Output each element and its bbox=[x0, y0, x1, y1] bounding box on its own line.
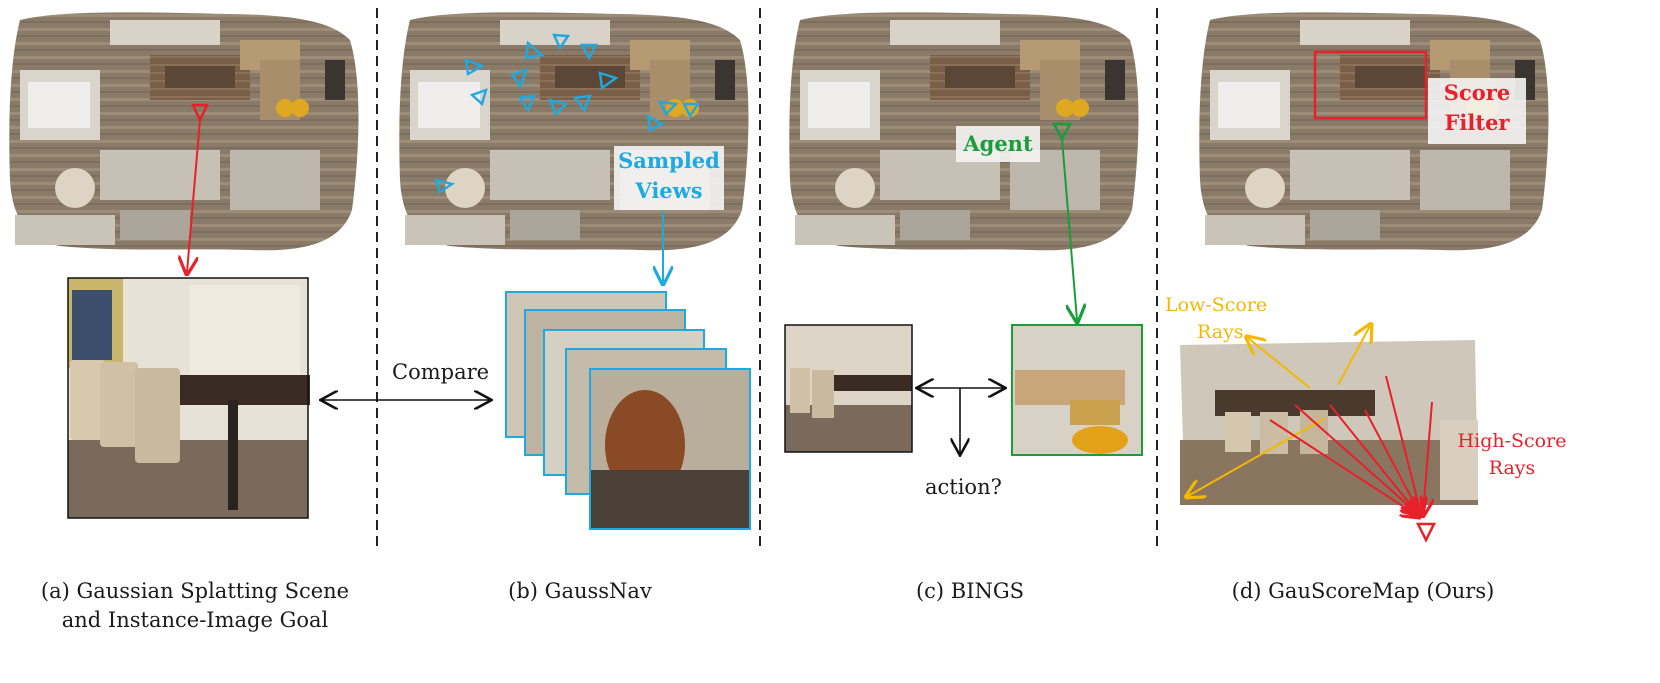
high-score-line1: High-Score bbox=[1457, 430, 1567, 452]
goal-image bbox=[67, 277, 310, 519]
query-camera-icon bbox=[1415, 522, 1437, 543]
caption-d: (d) GauScoreMap (Ours) bbox=[1231, 579, 1495, 603]
caption-c: (c) BINGS bbox=[915, 579, 1025, 603]
sampled-view-stack bbox=[505, 291, 751, 530]
score-filter-line1: Score bbox=[1443, 80, 1511, 105]
high-score-line2: Rays bbox=[1488, 457, 1536, 479]
sampled-views-line2: Views bbox=[635, 178, 703, 203]
caption-a: (a) Gaussian Splatting Scene and Instanc… bbox=[40, 577, 350, 635]
agent-icon bbox=[1051, 122, 1073, 142]
high-score-rays bbox=[1269, 375, 1432, 516]
caption-a-line2: and Instance-Image Goal bbox=[61, 608, 329, 632]
caption-b: (b) GaussNav bbox=[508, 579, 652, 603]
low-score-line2: Rays bbox=[1197, 321, 1244, 343]
high-score-label: High-Score Rays bbox=[1452, 428, 1572, 482]
score-filter-line2: Filter bbox=[1444, 110, 1510, 135]
goal-arrow bbox=[187, 119, 201, 272]
score-filter-box bbox=[1313, 50, 1428, 120]
scene-map-a bbox=[9, 12, 359, 251]
goal-camera-icon bbox=[191, 103, 209, 123]
scene-map-b bbox=[399, 12, 749, 251]
low-score-rays bbox=[1188, 326, 1370, 496]
sampled-view-icons bbox=[434, 33, 701, 194]
low-score-label: Low-Score Rays bbox=[1165, 292, 1267, 346]
score-filter-label: Score Filter bbox=[1428, 78, 1526, 144]
agent-arrow bbox=[1061, 138, 1077, 320]
caption-a-line1: (a) Gaussian Splatting Scene bbox=[40, 579, 350, 603]
low-score-line1: Low-Score bbox=[1165, 294, 1268, 316]
agent-label: Agent bbox=[956, 126, 1040, 162]
sampled-views-line1: Sampled bbox=[618, 148, 720, 173]
bings-agent-view bbox=[1011, 324, 1143, 456]
sampled-views-label: Sampled Views bbox=[614, 146, 724, 210]
compare-label: Compare bbox=[392, 360, 490, 384]
action-label: action? bbox=[925, 475, 1002, 499]
gauscoremap-view bbox=[1180, 340, 1478, 505]
bings-goal-image bbox=[784, 324, 913, 453]
